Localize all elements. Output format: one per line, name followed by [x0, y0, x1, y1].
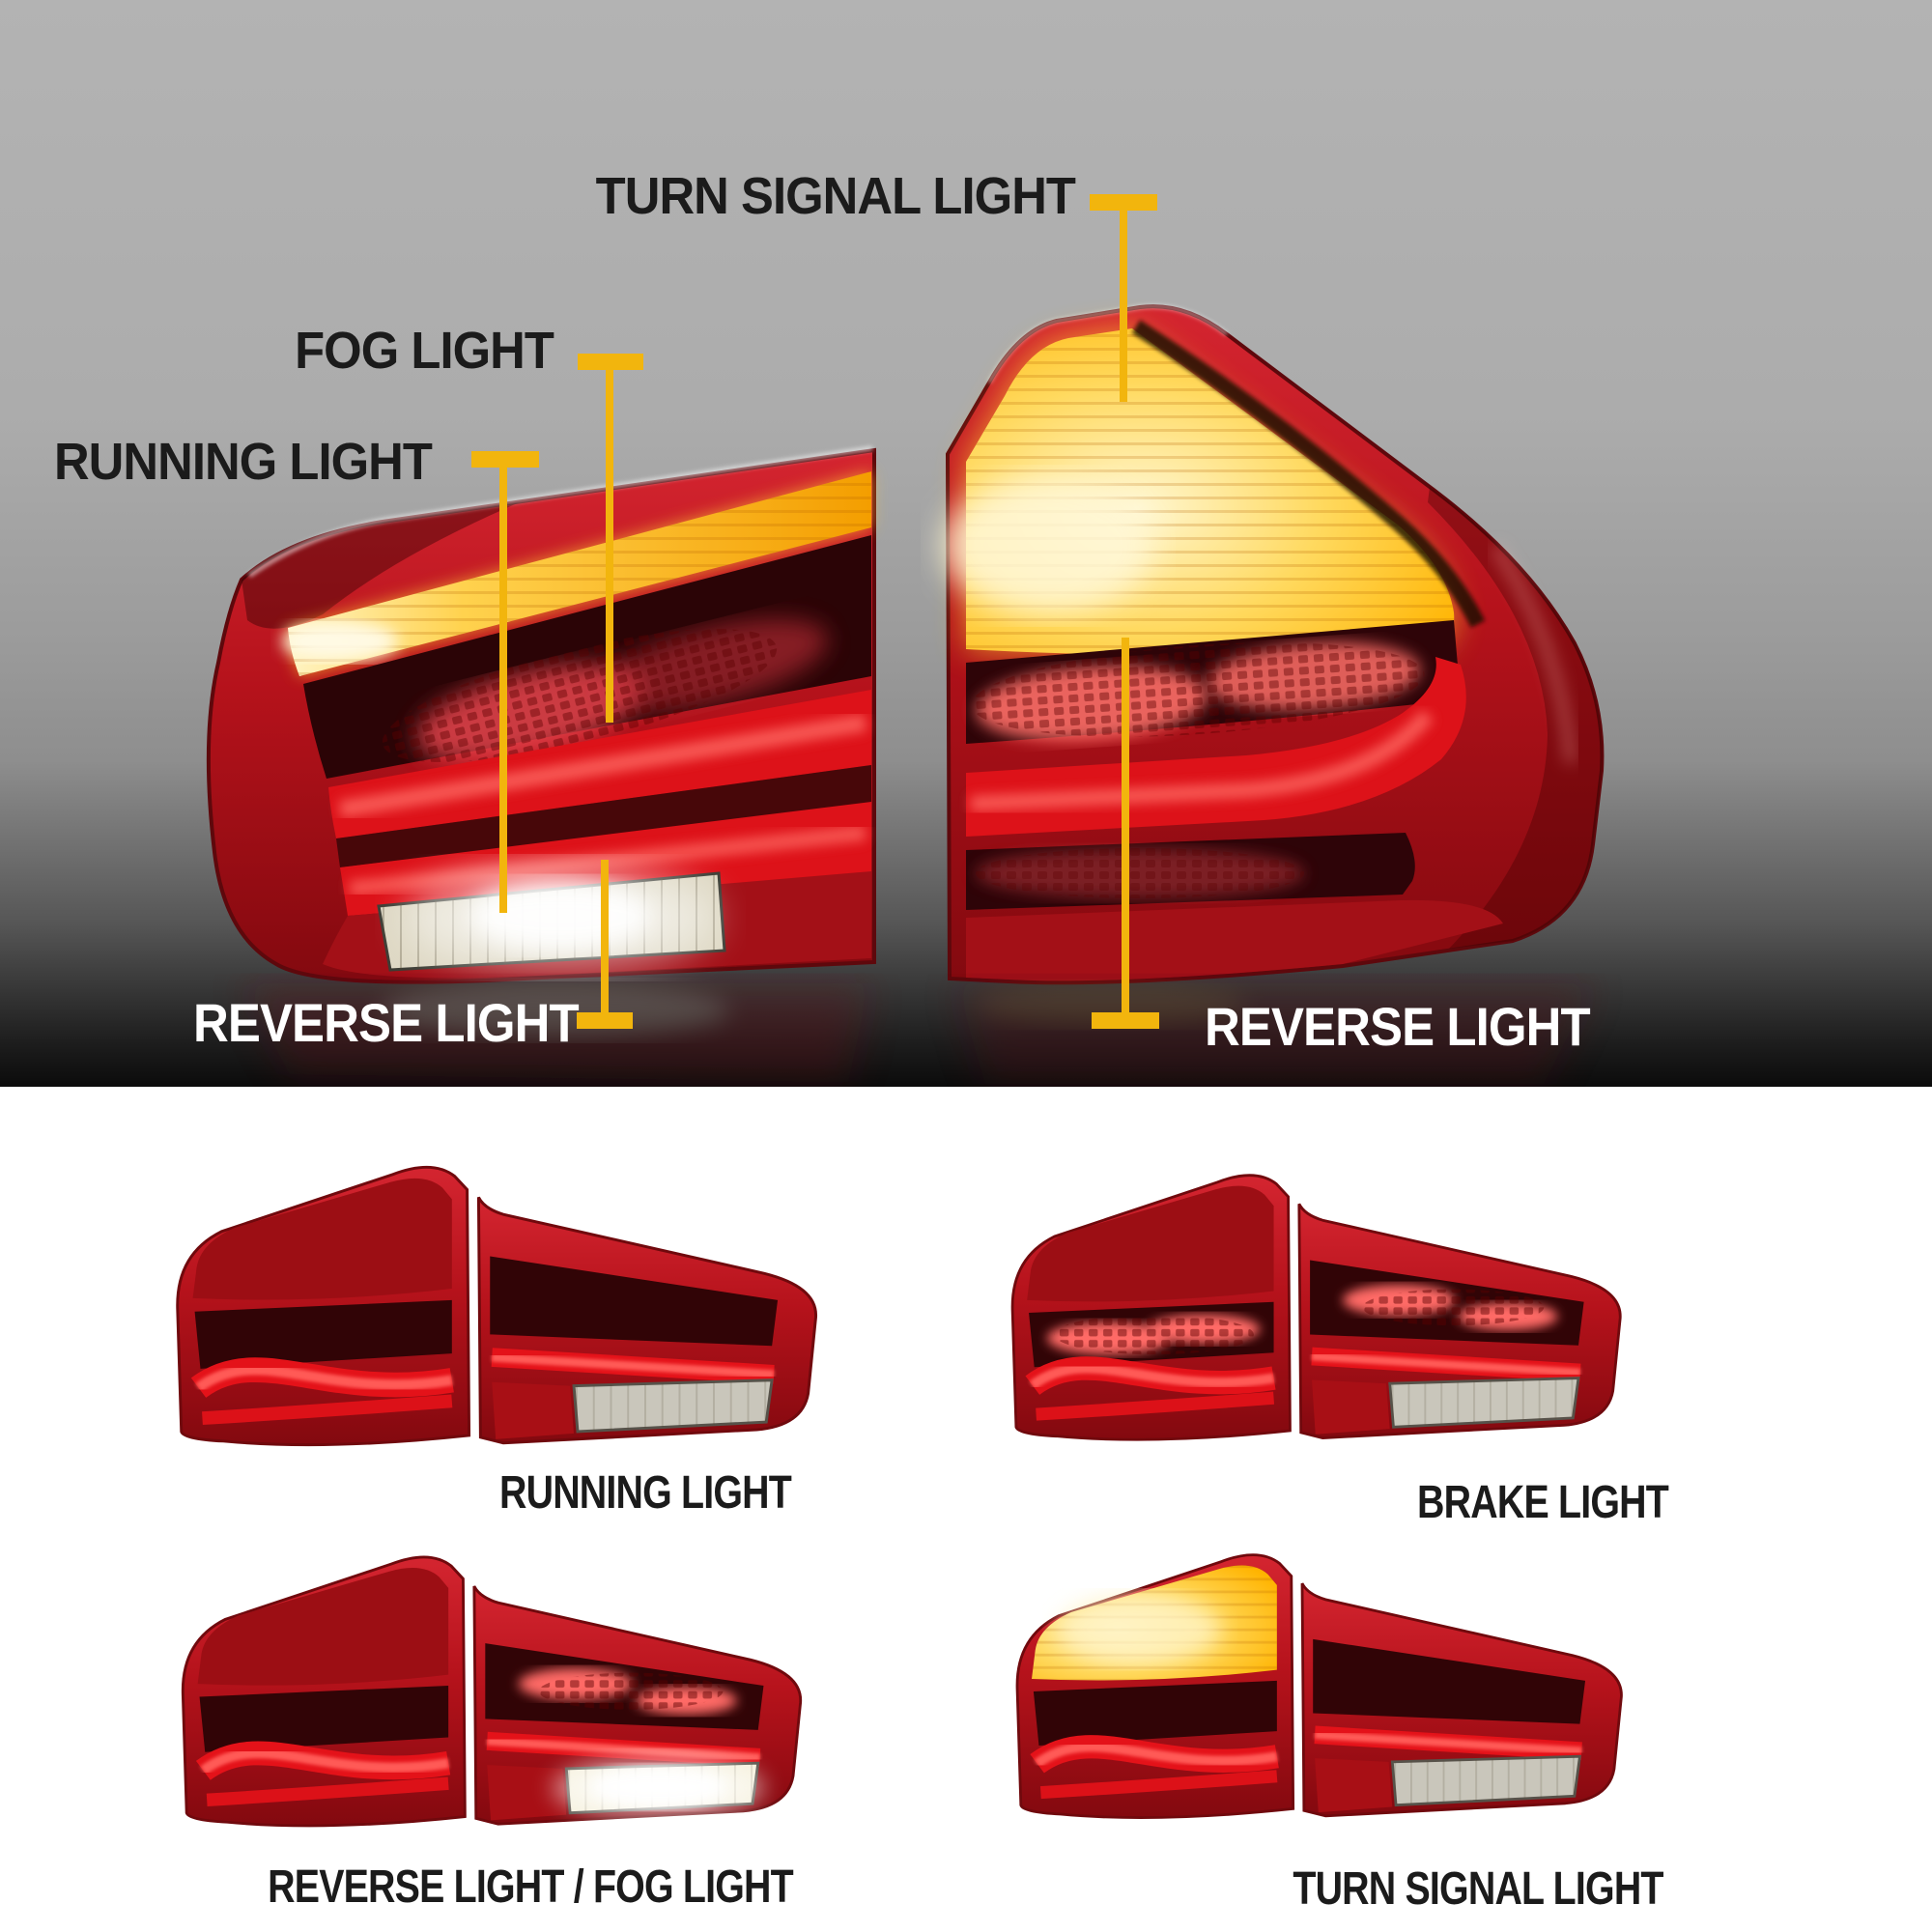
callout-line-turn-signal [1120, 209, 1127, 402]
callout-tick-running [471, 451, 539, 468]
trunk-piece [1297, 1203, 1622, 1439]
callout-line-reverse-left [601, 860, 609, 1014]
callout-label-turn-signal: TURN SIGNAL LIGHT [595, 167, 1076, 225]
hero-taillight-photo [206, 304, 1605, 1084]
callout-tick-fog [578, 354, 643, 370]
callout-line-running [499, 466, 507, 913]
trunk-piece [1300, 1582, 1623, 1818]
callout-line-reverse-right [1122, 638, 1129, 1014]
grid-caption-running: RUNNING LIGHT [498, 1467, 792, 1519]
floor-reflection [242, 983, 1594, 1084]
fender-piece [181, 1555, 467, 1828]
lamp-illustration-running [176, 1165, 817, 1447]
lamp-illustration-brake [1010, 1174, 1622, 1441]
grid-photo-turn [1005, 1544, 1654, 1833]
trunk-piece [476, 1196, 817, 1445]
trunk-lamp-photo [206, 445, 876, 984]
callout-tick-turn-signal [1090, 194, 1157, 211]
trunk-piece [472, 1585, 803, 1826]
callout-label-reverse-left: REVERSE LIGHT [193, 992, 580, 1053]
fender-piece [1015, 1553, 1295, 1819]
grid-photo-reverse-fog [170, 1546, 834, 1840]
callout-label-fog: FOG LIGHT [295, 322, 554, 380]
grid-photo-brake [1000, 1164, 1653, 1454]
grid-caption-reverse-fog: REVERSE LIGHT / FOG LIGHT [268, 1861, 794, 1913]
callout-line-fog [606, 368, 613, 723]
grid-caption-brake: BRAKE LIGHT [1417, 1477, 1669, 1528]
grid-photo-running [164, 1155, 850, 1461]
callout-tick-reverse-left [577, 1012, 633, 1029]
grid-caption-turn: TURN SIGNAL LIGHT [1293, 1863, 1663, 1915]
callout-label-reverse-right: REVERSE LIGHT [1205, 996, 1591, 1057]
lamp-illustration-reverse-fog [181, 1555, 803, 1828]
hero-section: TURN SIGNAL LIGHT FOG LIGHT RUNNING LIGH… [0, 0, 1932, 1087]
lamp-illustration-turn [1015, 1553, 1623, 1819]
callout-tick-reverse-right [1092, 1012, 1159, 1029]
fender-piece [176, 1165, 471, 1447]
callout-label-running: RUNNING LIGHT [53, 433, 433, 491]
fender-piece [1010, 1174, 1292, 1441]
fender-lamp-photo [942, 304, 1605, 985]
